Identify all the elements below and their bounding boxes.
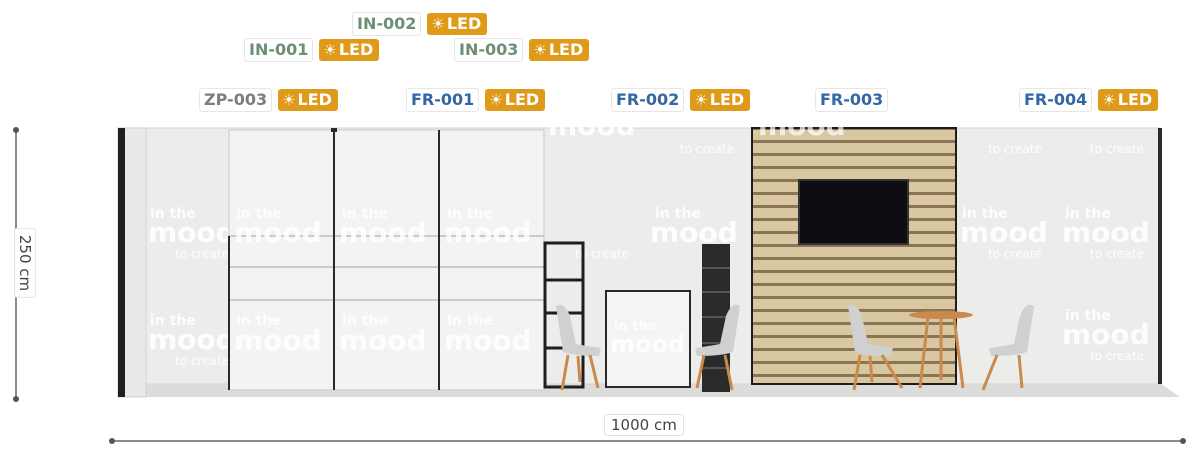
label-fr-004[interactable]: FR-004 ☀LED (1019, 88, 1159, 112)
led-badge-zp-003: ☀LED (278, 89, 338, 111)
sun-icon: ☀ (282, 91, 296, 109)
svg-text:mood: mood (960, 216, 1048, 249)
chair-lounge-left (848, 304, 904, 391)
svg-text:to create: to create (988, 247, 1042, 261)
sun-icon: ☀ (694, 91, 708, 109)
svg-text:in the: in the (150, 206, 196, 222)
led-badge-fr-002: ☀LED (690, 89, 751, 111)
label-in-001[interactable]: IN-001 ☀LED (244, 38, 380, 62)
svg-text:mood: mood (444, 324, 532, 357)
width-dimension-label: 1000 cm (604, 414, 684, 436)
led-badge-in-003: ☀LED (529, 39, 590, 61)
counter-watermark: in the mood (610, 319, 685, 358)
svg-text:mood: mood (148, 323, 236, 356)
svg-text:in the: in the (1065, 308, 1111, 324)
sun-icon: ☀ (1102, 91, 1116, 109)
svg-text:in the: in the (962, 206, 1008, 222)
sun-icon: ☀ (431, 15, 445, 33)
sun-icon: ☀ (489, 91, 503, 109)
svg-text:mood: mood (234, 216, 322, 249)
led-badge-fr-001: ☀LED (485, 89, 546, 111)
watermark: in the mood to create in the mood to cre… (148, 109, 1150, 368)
slat-watermark: mood (758, 109, 846, 142)
svg-text:mood: mood (548, 109, 636, 142)
svg-text:in the: in the (342, 206, 388, 222)
svg-text:to create: to create (988, 142, 1042, 156)
code-fr-004: FR-004 (1019, 88, 1093, 112)
code-fr-002: FR-002 (611, 88, 685, 112)
svg-text:mood: mood (610, 330, 685, 358)
svg-text:in the: in the (342, 313, 388, 329)
svg-text:to create: to create (1090, 349, 1144, 363)
svg-text:mood: mood (650, 216, 738, 249)
svg-text:in the: in the (150, 313, 196, 329)
svg-text:in the: in the (614, 319, 657, 334)
chair-right-counter (695, 304, 740, 391)
code-fr-003: FR-003 (815, 88, 889, 112)
svg-text:mood: mood (339, 324, 427, 357)
label-fr-002[interactable]: FR-002 ☀LED (611, 88, 751, 112)
led-badge-fr-004: ☀LED (1098, 89, 1159, 111)
side-wall-edge (118, 128, 125, 397)
bistro-table (909, 311, 973, 389)
svg-text:to create: to create (175, 247, 229, 261)
svg-text:to create: to create (1090, 142, 1144, 156)
svg-text:mood: mood (758, 109, 846, 142)
led-badge-in-002: ☀LED (427, 13, 488, 35)
led-badge-in-001: ☀LED (319, 39, 380, 61)
svg-text:to create: to create (575, 247, 629, 261)
cabinet-watermark: in the mood in the mood in the mood in t… (234, 206, 532, 357)
height-dimension-label: 250 cm (14, 227, 37, 299)
code-zp-003: ZP-003 (199, 88, 273, 112)
svg-text:in the: in the (447, 206, 493, 222)
label-in-002[interactable]: IN-002 ☀LED (352, 12, 488, 36)
dim-width-start (109, 438, 115, 444)
svg-text:in the: in the (236, 313, 282, 329)
back-wall-edge (1158, 128, 1162, 384)
svg-text:in the: in the (1065, 206, 1111, 222)
svg-text:in the: in the (236, 206, 282, 222)
code-in-003: IN-003 (454, 38, 524, 62)
svg-text:mood: mood (444, 216, 532, 249)
tv-screen (798, 179, 909, 245)
counter (605, 290, 691, 388)
svg-text:mood: mood (148, 216, 236, 249)
label-fr-001[interactable]: FR-001 ☀LED (406, 88, 546, 112)
sun-icon: ☀ (533, 41, 547, 59)
svg-text:mood: mood (1062, 318, 1150, 351)
brochure-stand (702, 244, 730, 392)
svg-text:to create: to create (680, 142, 734, 156)
svg-text:to create: to create (175, 354, 229, 368)
storage-cabinets (228, 128, 545, 391)
label-fr-003[interactable]: FR-003 (815, 88, 889, 112)
label-in-003[interactable]: IN-003 ☀LED (454, 38, 590, 62)
chair-lounge-right (981, 304, 1034, 391)
chair-left (556, 304, 601, 391)
svg-text:mood: mood (339, 216, 427, 249)
code-fr-001: FR-001 (406, 88, 480, 112)
label-zp-003[interactable]: ZP-003 ☀LED (199, 88, 338, 112)
svg-text:mood: mood (234, 324, 322, 357)
svg-text:to create: to create (1090, 247, 1144, 261)
dim-height-start (13, 127, 19, 133)
svg-text:in the: in the (655, 206, 701, 222)
sun-icon: ☀ (323, 41, 337, 59)
dim-width-end (1180, 438, 1186, 444)
code-in-002: IN-002 (352, 12, 422, 36)
code-in-001: IN-001 (244, 38, 314, 62)
svg-text:mood: mood (1062, 216, 1150, 249)
svg-text:in the: in the (447, 313, 493, 329)
dim-height-end (13, 396, 19, 402)
